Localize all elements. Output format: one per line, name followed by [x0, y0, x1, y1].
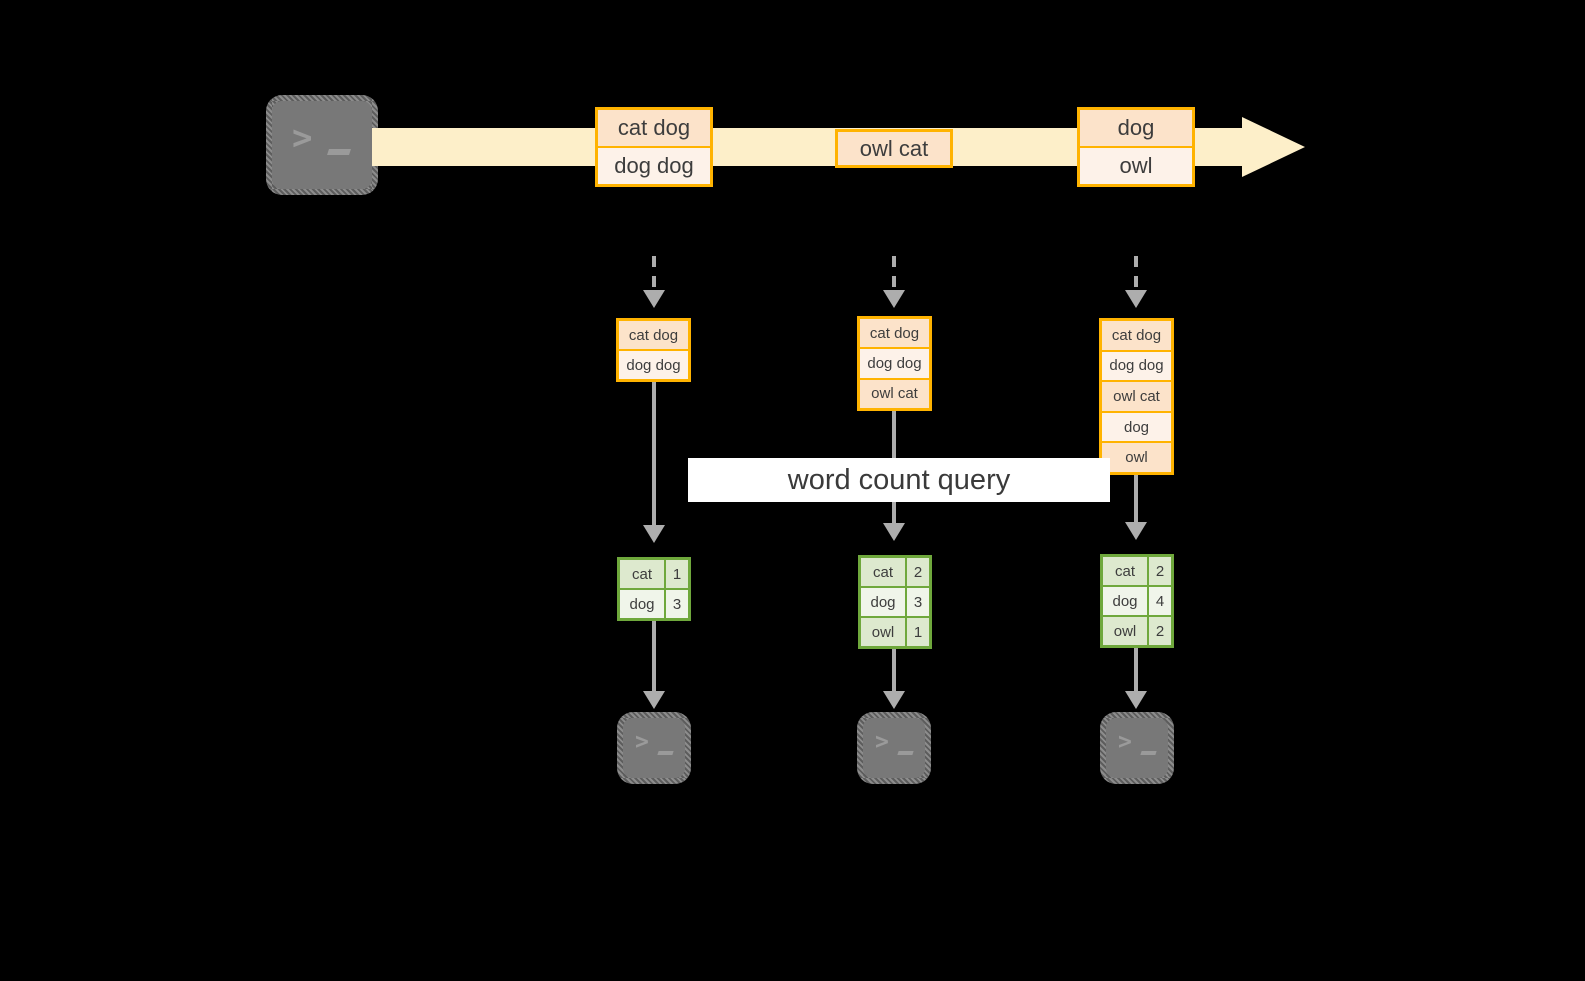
terminal-chevron-icon: > [635, 729, 649, 755]
terminal-chevron-icon: > [1118, 729, 1132, 755]
terminal-screen [1106, 718, 1168, 778]
stream-arrow-head [1242, 117, 1305, 177]
terminal-chevron-icon: > [875, 729, 889, 755]
stream-to-state-arrow-head [1125, 290, 1147, 308]
table-row: cat 2 [861, 558, 929, 586]
result-to-sink-arrow-head [1125, 691, 1147, 709]
result-count-cell: 2 [905, 558, 929, 586]
sink-terminal-icon: > [857, 712, 931, 784]
result-to-sink-line [652, 621, 656, 693]
terminal-underscore-icon [657, 751, 674, 755]
stream-event-line: dog dog [598, 146, 710, 184]
accumulated-state-box: cat dog dog dog owl cat [857, 316, 932, 411]
state-to-result-arrow-head [643, 525, 665, 543]
stream-to-state-dashed-line [652, 256, 656, 292]
table-row: dog 3 [861, 586, 929, 616]
state-line: owl cat [860, 377, 929, 408]
state-line: cat dog [860, 319, 929, 348]
state-to-result-arrow-head [883, 523, 905, 541]
result-word-cell: cat [620, 560, 664, 588]
stream-event-box: owl cat [835, 129, 953, 168]
table-row: dog 4 [1103, 585, 1171, 615]
stream-event-line: owl cat [838, 132, 950, 165]
terminal-underscore-icon [897, 751, 914, 755]
result-count-cell: 1 [664, 560, 688, 588]
stream-to-state-arrow-head [643, 290, 665, 308]
accumulated-state-box: cat dog dog dog [616, 318, 691, 382]
source-terminal-icon: > [266, 95, 378, 195]
state-line: owl [1102, 441, 1171, 472]
state-line: cat dog [619, 321, 688, 349]
state-line: cat dog [1102, 321, 1171, 350]
terminal-screen [863, 718, 925, 778]
result-table: cat 2 dog 3 owl 1 [858, 555, 932, 649]
terminal-underscore-icon [1140, 751, 1157, 755]
result-word-cell: cat [1103, 557, 1147, 585]
terminal-screen [623, 718, 685, 778]
result-count-cell: 2 [1147, 557, 1171, 585]
sink-terminal-icon: > [1100, 712, 1174, 784]
result-count-cell: 1 [905, 618, 929, 646]
result-table: cat 1 dog 3 [617, 557, 691, 621]
result-word-cell: owl [1103, 617, 1147, 645]
result-word-cell: cat [861, 558, 905, 586]
result-count-cell: 2 [1147, 617, 1171, 645]
stream-to-state-arrow-head [883, 290, 905, 308]
stream-event-line: dog [1080, 110, 1192, 146]
table-row: owl 1 [861, 616, 929, 646]
table-row: cat 2 [1103, 557, 1171, 585]
result-to-sink-line [1134, 648, 1138, 693]
result-word-cell: dog [1103, 587, 1147, 615]
stream-event-box: dog owl [1077, 107, 1195, 187]
table-row: cat 1 [620, 560, 688, 588]
result-word-cell: dog [620, 590, 664, 618]
result-table: cat 2 dog 4 owl 2 [1100, 554, 1174, 648]
table-row: dog 3 [620, 588, 688, 618]
state-line: owl cat [1102, 380, 1171, 411]
result-to-sink-arrow-head [883, 691, 905, 709]
state-line: dog [1102, 410, 1171, 442]
state-line: dog dog [860, 347, 929, 378]
result-count-cell: 4 [1147, 587, 1171, 615]
sink-terminal-icon: > [617, 712, 691, 784]
query-label: word count query [688, 458, 1110, 502]
result-count-cell: 3 [905, 588, 929, 616]
state-to-result-line [652, 382, 656, 527]
stream-to-state-dashed-line [1134, 256, 1138, 292]
stream-event-line: cat dog [598, 110, 710, 146]
result-count-cell: 3 [664, 590, 688, 618]
stream-event-box: cat dog dog dog [595, 107, 713, 187]
result-to-sink-arrow-head [643, 691, 665, 709]
terminal-chevron-icon: > [292, 118, 313, 158]
result-word-cell: owl [861, 618, 905, 646]
stream-event-line: owl [1080, 146, 1192, 184]
result-word-cell: dog [861, 588, 905, 616]
state-to-result-line [1134, 475, 1138, 525]
stream-to-state-dashed-line [892, 256, 896, 292]
state-line: dog dog [1102, 349, 1171, 381]
terminal-screen [272, 101, 372, 189]
table-row: owl 2 [1103, 615, 1171, 645]
state-to-result-arrow-head [1125, 522, 1147, 540]
accumulated-state-box: cat dog dog dog owl cat dog owl [1099, 318, 1174, 475]
terminal-underscore-icon [327, 149, 351, 155]
result-to-sink-line [892, 649, 896, 693]
state-line: dog dog [619, 349, 688, 379]
